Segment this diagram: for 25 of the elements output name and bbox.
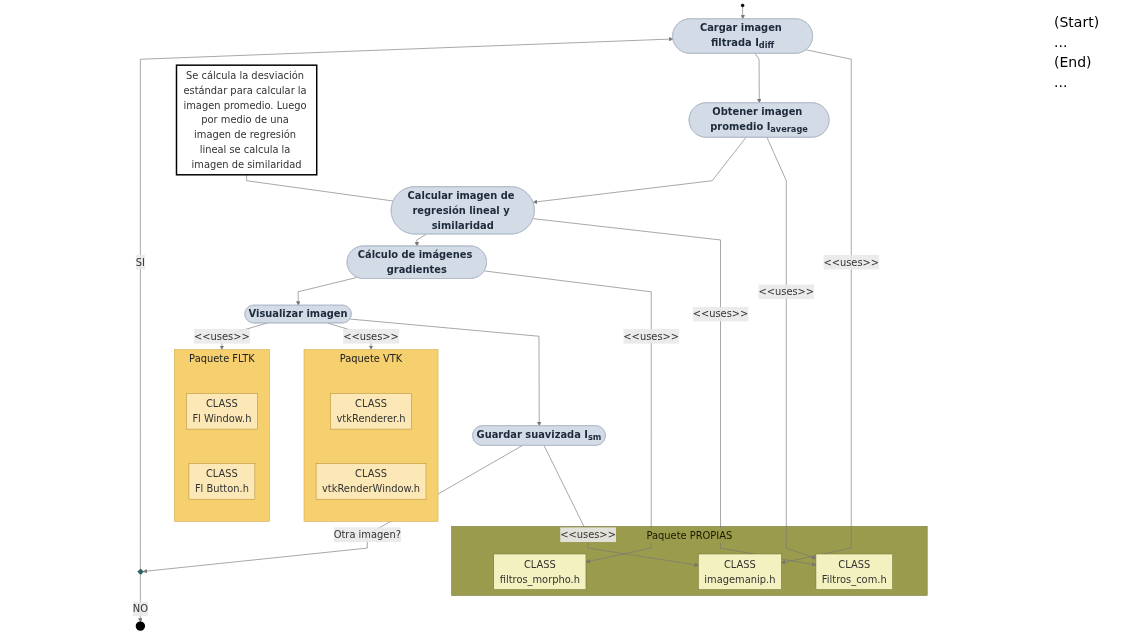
node-box: Se cálcula la desviación estándar para calcular la imagen promedio. Luego por medio de una imagen de regresión lineal se calcula la imagen de similaridad xyxy=(175,64,318,176)
edge-label: Otra imagen? xyxy=(333,528,401,541)
note-text: ... xyxy=(1054,74,1069,90)
edge-label: <<uses>> xyxy=(623,330,680,343)
node-box: CLASS filtros_morpho.h xyxy=(493,553,587,590)
node-box: CLASS imagemanip.h xyxy=(698,553,782,590)
node-box: CLASS vtkRenderWindow.h xyxy=(315,463,427,500)
node-box: CLASS Fl Window.h xyxy=(186,393,258,430)
edge-label: NO xyxy=(132,602,148,615)
node-box: CLASS Fl Button.h xyxy=(188,463,256,500)
note-text: ... xyxy=(1054,34,1069,50)
edge-label: SI xyxy=(135,256,145,269)
node-diamond xyxy=(137,568,144,575)
node-box: CLASS Filtros_com.h xyxy=(815,553,893,590)
edge-label: <<uses>> xyxy=(194,330,250,343)
node-box: CLASS vtkRenderer.h xyxy=(330,393,412,430)
edge-label: <<uses>> xyxy=(692,308,749,320)
connector xyxy=(246,174,394,202)
edge-label: <<uses>> xyxy=(823,256,880,269)
edge-label: <<uses>> xyxy=(560,528,616,541)
edge-label: <<uses>> xyxy=(758,285,815,298)
edge-label: <<uses>> xyxy=(343,330,399,343)
note-text: (Start) xyxy=(1054,14,1101,30)
note-text: (End) xyxy=(1054,54,1093,70)
node-circle xyxy=(740,3,745,8)
